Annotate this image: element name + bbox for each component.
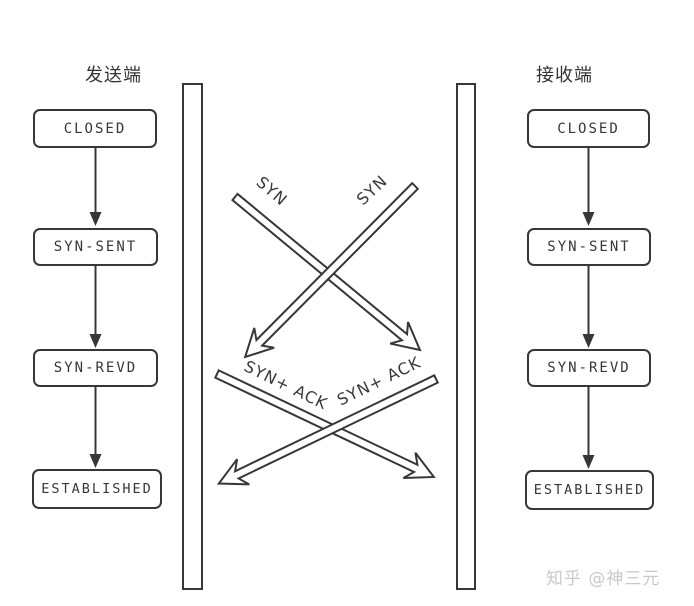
message-arrows [213,181,440,486]
receiver-column-title: 接收端 [536,65,593,86]
receiver-state-established: ESTABLISHED [525,470,654,510]
syn-arrow-receiver-to-sender [243,181,420,359]
receiver-state-syn-sent: SYN-SENT [527,228,651,266]
arrowhead-icon [89,454,102,468]
syn-ack-label-right: SYN+ ACK [334,353,424,410]
arrowhead-icon [582,212,595,226]
sender-transition-arrows [89,148,102,468]
syn-ack-label-left: SYN+ ACK [241,357,331,414]
sender-state-syn-sent: SYN-SENT [33,228,158,266]
sender-state-established: ESTABLISHED [32,469,162,509]
receiver-transition-arrows [582,148,595,469]
arrowhead-icon [582,455,595,469]
arrowhead-icon [89,212,102,226]
syn-ack-arrow-sender-to-receiver [213,369,436,480]
receiver-state-syn-revd: SYN-REVD [527,349,651,387]
sender-state-closed: CLOSED [33,109,157,148]
zhihu-watermark: 知乎 @神三元 [546,569,661,589]
syn-ack-arrow-receiver-to-sender [216,374,440,486]
syn-label-right: SYN [353,171,391,209]
receiver-lifeline [456,83,476,590]
receiver-state-closed: CLOSED [527,109,650,148]
sender-column-title: 发送端 [85,65,142,86]
sender-state-syn-revd: SYN-REVD [33,349,158,387]
sender-lifeline [182,83,203,590]
arrowhead-icon [89,334,102,348]
arrowhead-icon [582,334,595,348]
syn-arrow-sender-to-receiver [231,192,422,352]
syn-label-left: SYN [253,172,292,209]
